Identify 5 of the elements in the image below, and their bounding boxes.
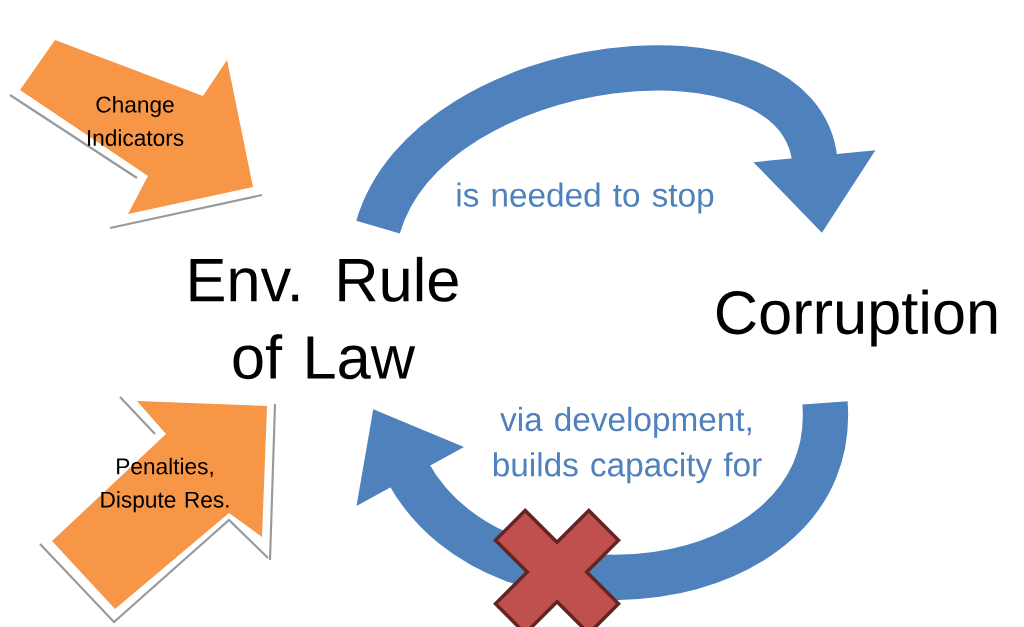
curved-arrow [357,45,876,237]
node-text: Corruption [716,289,997,347]
node-text: Env. Rule of Law [190,256,458,380]
edge-label: via development, builds capacity for [493,406,762,484]
edge-label: is needed to stop [457,182,714,214]
